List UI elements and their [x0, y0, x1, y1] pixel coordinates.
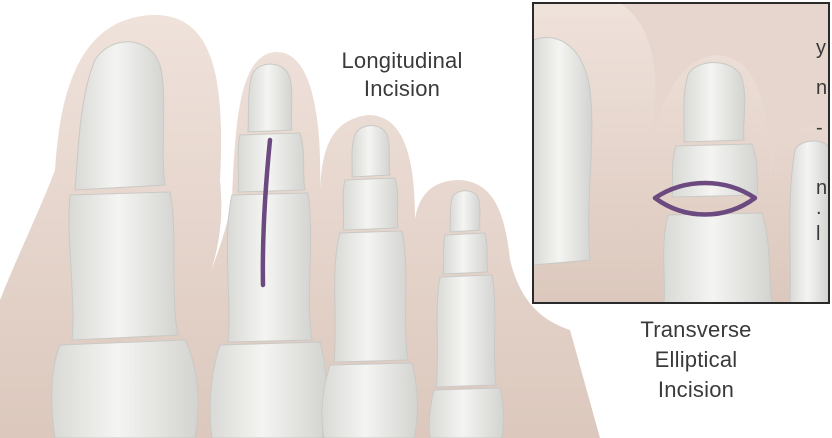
- transverse-label-line-3: Incision: [596, 375, 796, 405]
- edge-char: n: [816, 78, 832, 98]
- edge-char: y: [816, 38, 832, 58]
- longitudinal-label-line-2: Incision: [312, 75, 492, 103]
- transverse-label-line-2: Elliptical: [596, 345, 796, 375]
- edge-char: .: [816, 198, 832, 218]
- edge-char: n: [816, 178, 832, 198]
- transverse-incision-label: Transverse Elliptical Incision: [596, 315, 796, 405]
- inset-panel: [533, 3, 829, 303]
- edge-char: l: [816, 224, 832, 244]
- longitudinal-label-line-1: Longitudinal: [312, 47, 492, 75]
- edge-char: -: [816, 118, 832, 138]
- longitudinal-incision-label: Longitudinal Incision: [312, 47, 492, 103]
- transverse-label-line-1: Transverse: [596, 315, 796, 345]
